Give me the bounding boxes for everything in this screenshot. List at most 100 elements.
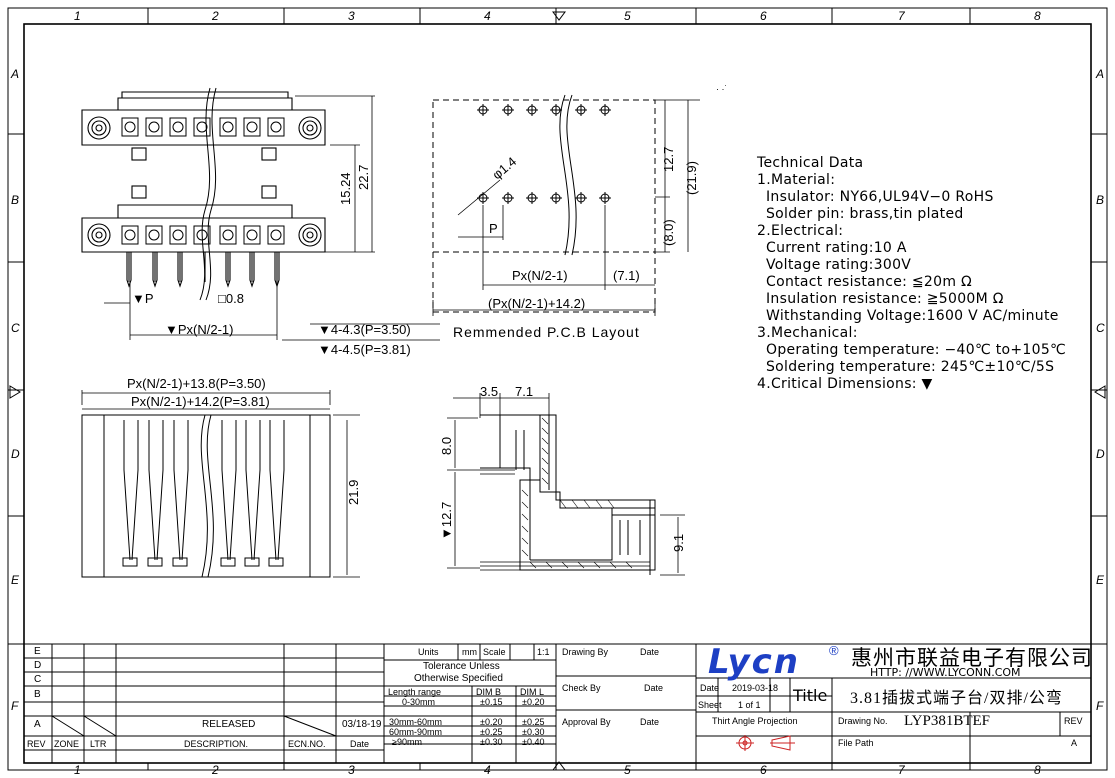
mechanical-heading: 3.Mechanical: — [757, 325, 858, 341]
tol-hdr-dimb: DIM B — [476, 687, 502, 697]
side-dim-91: 9.1 — [671, 534, 686, 552]
row-label-a-r: A — [1095, 67, 1104, 81]
side-view-hatch — [521, 417, 633, 569]
material-heading: 1.Material: — [757, 172, 836, 188]
dim-span: ▼Px(N/2-1) — [165, 322, 234, 337]
pcb-dim-127: 12.7 — [661, 147, 676, 172]
company-website: HTTP: //WWW.LYCONN.COM — [870, 666, 1021, 679]
file-path-label: File Path — [838, 738, 874, 748]
rev-row-a: A — [34, 719, 41, 730]
electrical-heading: 2.Electrical: — [757, 223, 844, 239]
row-label-b: B — [11, 193, 19, 207]
row-label-e-r: E — [1096, 573, 1105, 587]
side-dim-35: 3.5 — [480, 384, 498, 399]
col-label-7: 7 — [898, 9, 906, 23]
col-label-7b: 7 — [898, 763, 906, 777]
rev-value: A — [1071, 738, 1078, 748]
sheet-label: Sheet — [698, 700, 722, 710]
bottom-view — [81, 390, 360, 578]
tol-row-3-b: ±0.30 — [480, 737, 503, 747]
company-name: 惠州市联益电子有限公司 — [851, 646, 1093, 670]
col-label-6: 6 — [760, 9, 767, 23]
contact-resistance: Contact resistance: ≦20m Ω — [766, 274, 973, 290]
title-label: Title — [793, 686, 828, 705]
technical-data: Technical Data 1.Material: Insulator: NY… — [757, 155, 1066, 393]
rev-row-e: E — [34, 646, 41, 657]
dim-pin: □0.8 — [218, 291, 244, 306]
drawing-by-date-label: Date — [640, 647, 660, 657]
dim-p: ▼P — [132, 291, 154, 306]
tol-row-0-b: ±0.15 — [480, 697, 503, 707]
solder-pin-spec: Solder pin: brass,tin plated — [766, 206, 964, 222]
operating-temperature: Operating temperature: −40℃ to+105℃ — [766, 342, 1067, 358]
released-date: 03/18-19 — [342, 719, 382, 730]
col-label-3b: 3 — [348, 763, 355, 777]
dim-height-inner: 15.24 — [338, 172, 353, 205]
released-text: RELEASED — [202, 719, 256, 730]
rev-row-d: D — [34, 660, 42, 671]
row-labels: A B C D E F A B C D E F — [10, 67, 1105, 713]
tol-row-0-range: 0-30mm — [402, 697, 436, 707]
critical-dimensions: 4.Critical Dimensions: ▼ — [757, 376, 933, 392]
pcb-dim-hole: φ1.4 — [489, 154, 519, 183]
title-block-grid — [24, 643, 1091, 763]
column-labels: 1 2 3 4 5 6 7 8 1 2 3 4 5 6 7 8 — [74, 9, 1041, 777]
tol-row-3-range: ≥90mm — [392, 737, 422, 747]
check-by-date-label: Date — [644, 683, 664, 693]
side-dim-80: 8.0 — [439, 437, 454, 455]
side-view-labels: 3.5 7.1 8.0 ▼12.7 9.1 — [439, 384, 686, 552]
col-label-1: 1 — [74, 9, 81, 23]
side-dim-127: ▼12.7 — [439, 502, 454, 540]
pcb-dim-219: (21.9) — [684, 161, 699, 195]
soldering-temperature: Soldering temperature: 245℃±10℃/5S — [766, 359, 1055, 375]
svg-text:· ·˙: · ·˙ — [716, 84, 728, 94]
dim-end-381: ▼4-4.5(P=3.81) — [318, 342, 411, 357]
bottom-dim-381: Px(N/2-1)+14.2(P=3.81) — [131, 394, 270, 409]
side-dim-71: 7.1 — [515, 384, 533, 399]
row-label-d-r: D — [1096, 447, 1105, 461]
hdr-rev: REV — [27, 739, 46, 749]
bottom-view-slots — [122, 420, 285, 567]
sheet-value: 1 of 1 — [738, 700, 761, 710]
hdr-zone: ZONE — [54, 739, 80, 749]
date-label: Date — [700, 683, 720, 693]
projection-symbol — [736, 735, 795, 751]
pcb-labels: 12.7 (21.9) (8.0) φ1.4 P Px(N/2-1) (7.1)… — [453, 147, 699, 340]
date-value: 2019-03-18 — [732, 683, 779, 693]
tol-row-2-b: ±0.25 — [480, 727, 503, 737]
tol-hdr-diml: DIM L — [520, 687, 545, 697]
hdr-ltr: LTR — [90, 739, 107, 749]
front-view-cells — [121, 117, 285, 245]
speck-marks: · ·˙ — [716, 84, 728, 94]
pcb-dim-total: (Px(N/2-1)+14.2) — [488, 296, 585, 311]
dim-height-outer: 22.7 — [356, 165, 371, 190]
units-label: Units — [418, 647, 439, 657]
insulation-resistance: Insulation resistance: ≧5000M Ω — [766, 291, 1004, 307]
tolerance-line1: Tolerance Unless — [423, 661, 500, 672]
registered-mark: ® — [829, 643, 839, 658]
approval-by-label: Approval By — [562, 717, 611, 727]
tol-row-2-l: ±0.30 — [522, 727, 545, 737]
bottom-dim-350: Px(N/2-1)+13.8(P=3.50) — [127, 376, 266, 391]
col-label-4: 4 — [484, 9, 491, 23]
pcb-dim-span: Px(N/2-1) — [512, 268, 568, 283]
withstanding-voltage: Withstanding Voltage:1600 V AC/minute — [766, 308, 1059, 324]
projection-label: Thirt Angle Projection — [712, 716, 798, 726]
pcb-holes — [477, 104, 611, 204]
pcb-dim-p: P — [489, 221, 498, 236]
tol-row-1-b: ±0.20 — [480, 717, 503, 727]
row-label-e: E — [11, 573, 20, 587]
col-label-5b: 5 — [624, 763, 631, 777]
scale-value: 1:1 — [537, 647, 550, 657]
row-label-a: A — [10, 67, 19, 81]
col-label-2: 2 — [211, 9, 219, 23]
check-by-label: Check By — [562, 683, 601, 693]
col-label-5: 5 — [624, 9, 631, 23]
col-label-4b: 4 — [484, 763, 491, 777]
row-label-c: C — [11, 321, 20, 335]
company-logo: Lycn — [708, 642, 800, 682]
tol-hdr-range: Length range — [388, 687, 442, 697]
row-label-f: F — [11, 699, 19, 713]
tol-row-3-l: ±0.40 — [522, 737, 545, 747]
bottom-dim-height: 21.9 — [346, 480, 361, 505]
